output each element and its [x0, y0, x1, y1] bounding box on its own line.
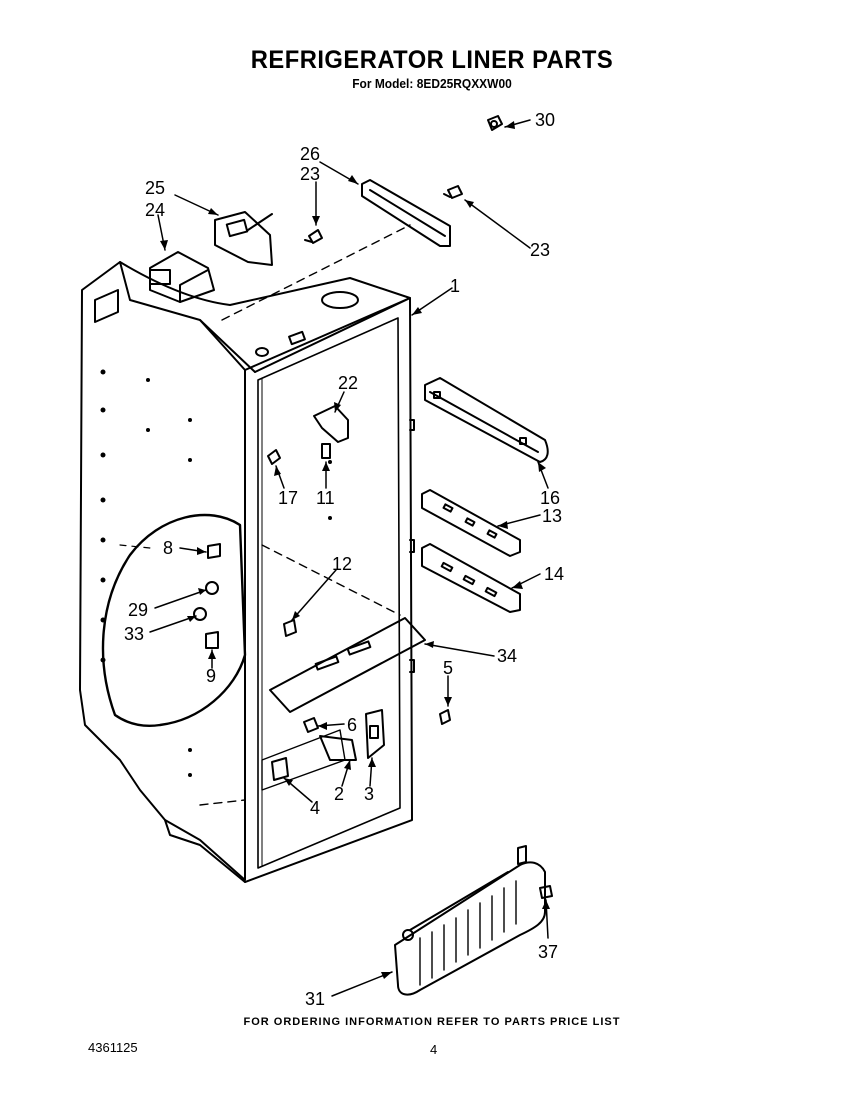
callout-8: 8: [163, 538, 173, 558]
callout-29: 29: [128, 600, 148, 620]
part-33-plug: [193, 607, 207, 621]
callout-23-right: 23: [530, 240, 550, 260]
callout-1: 1: [450, 276, 460, 296]
page-number: 4: [430, 1042, 438, 1057]
callout-37: 37: [538, 942, 558, 962]
part-4-block: [271, 757, 289, 781]
liner-body: [79, 261, 415, 883]
screw-23-right: [443, 185, 463, 199]
part-9-clip: [205, 631, 219, 649]
screw-23-left: [304, 229, 323, 244]
part-34-divider-bar: [269, 617, 426, 713]
callout-22: 22: [338, 373, 358, 393]
callout-4: 4: [310, 798, 320, 818]
callout-11: 11: [316, 488, 335, 508]
part-3-switch-housing: [365, 709, 385, 759]
callout-25: 25: [145, 178, 165, 198]
page-title: REFRIGERATOR LINER PARTS: [250, 46, 614, 74]
part-13-rail: [421, 489, 521, 557]
callout-labels: 30 26 23 23 25 24 1 22 17 11 16 13 12 8 …: [124, 110, 564, 1009]
part-26-rail: [361, 179, 451, 247]
document-number: 4361125: [88, 1040, 138, 1055]
part-24-control-housing: [149, 251, 215, 303]
callout-5: 5: [443, 658, 453, 678]
part-37-screw: [539, 885, 553, 899]
part-8-fastener: [207, 543, 221, 559]
ordering-note: FOR ORDERING INFORMATION REFER TO PARTS …: [243, 1016, 621, 1028]
part-12-clip: [283, 619, 297, 637]
leader-lines: [149, 119, 550, 997]
part-16-shelf-rail: [424, 377, 549, 463]
callout-12: 12: [332, 554, 352, 574]
callout-3: 3: [364, 784, 374, 804]
callout-31: 31: [305, 989, 325, 1009]
callout-16: 16: [540, 488, 560, 508]
part-31-grille: [394, 845, 546, 996]
callout-33: 33: [124, 624, 144, 644]
part-2-bracket: [319, 735, 357, 761]
part-25-bracket: [214, 211, 273, 266]
callout-30: 30: [535, 110, 555, 130]
callout-6: 6: [347, 715, 357, 735]
part-5-screw: [439, 709, 451, 725]
model-subtitle: For Model: 8ED25RQXXW00: [352, 76, 512, 91]
part-11-screw: [321, 443, 331, 459]
callout-24: 24: [145, 200, 165, 220]
callout-13: 13: [542, 506, 562, 526]
callout-34: 34: [497, 646, 517, 666]
callout-23-top: 23: [300, 164, 320, 184]
callout-2: 2: [334, 784, 344, 804]
part-14-rail: [421, 543, 521, 613]
callout-26: 26: [300, 144, 320, 164]
part-6-screw: [303, 717, 319, 733]
part-22-bracket: [313, 405, 349, 443]
part-17-screw: [267, 449, 281, 465]
part-30-clip: [487, 115, 503, 131]
callout-17: 17: [278, 488, 298, 508]
part-29-fastener: [205, 581, 219, 595]
callout-14: 14: [544, 564, 564, 584]
callout-9: 9: [206, 666, 216, 686]
